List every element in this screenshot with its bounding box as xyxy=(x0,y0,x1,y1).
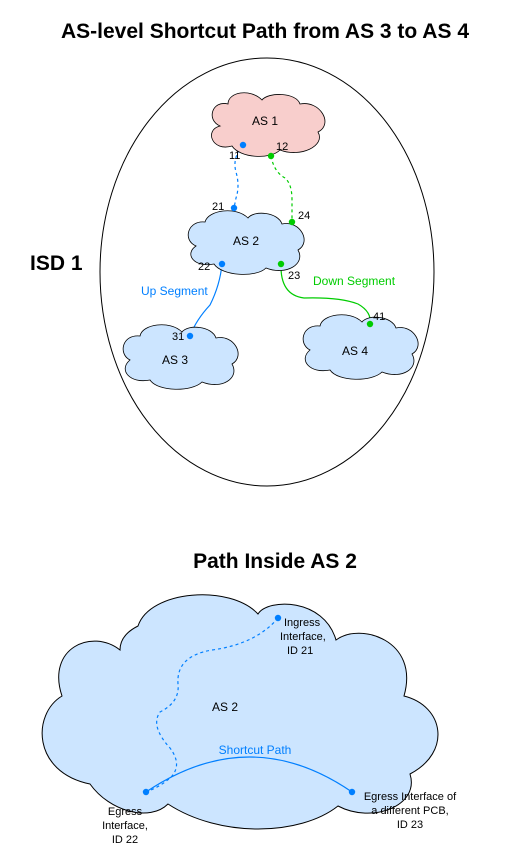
down-segment-link xyxy=(280,263,371,325)
ingress-label-line3: ID 21 xyxy=(287,645,313,657)
down-segment-label: Down Segment xyxy=(313,274,396,288)
egress-other-interface-dot xyxy=(348,788,356,796)
interface-11-dot xyxy=(239,141,247,149)
as2-cloud: AS 2 xyxy=(187,210,305,275)
interface-24-dot xyxy=(288,218,296,226)
as3-label: AS 3 xyxy=(162,353,188,367)
interface-41-label: 41 xyxy=(373,311,385,323)
egress-label-line2: Interface, xyxy=(102,820,148,832)
interface-12-label: 12 xyxy=(276,141,288,153)
interface-23-dot xyxy=(277,260,285,268)
link-12-24 xyxy=(270,155,293,222)
as4-cloud: AS 4 xyxy=(302,314,419,380)
isd-boundary xyxy=(99,57,435,487)
interface-21-label: 21 xyxy=(212,201,224,213)
interface-31-dot xyxy=(186,332,194,340)
isd-label: ISD 1 xyxy=(30,252,83,275)
egress-other-label-line2: a different PCB, xyxy=(371,805,448,817)
interface-22-label: 22 xyxy=(198,261,210,273)
as2-detail-cloud: AS 2 xyxy=(41,594,439,830)
interface-11-label: 11 xyxy=(229,150,240,162)
up-segment-label: Up Segment xyxy=(141,284,208,298)
as3-cloud: AS 3 xyxy=(122,324,239,390)
as4-label: AS 4 xyxy=(342,344,368,358)
egress-label-line1: Egress xyxy=(108,806,143,818)
shortcut-path xyxy=(145,756,353,793)
shortcut-path-label: Shortcut Path xyxy=(219,743,292,757)
interface-23-label: 23 xyxy=(288,270,300,282)
as1-label: AS 1 xyxy=(252,114,278,128)
interface-31-label: 31 xyxy=(172,331,184,343)
egress-label-line3: ID 22 xyxy=(112,834,138,846)
top-title: AS-level Shortcut Path from AS 3 to AS 4 xyxy=(61,20,469,43)
interface-22-dot xyxy=(218,260,226,268)
interface-12-dot xyxy=(267,152,275,160)
up-segment-link xyxy=(189,263,223,337)
ingress-label-line2: Interface, xyxy=(280,631,326,643)
interface-41-dot xyxy=(366,320,374,328)
interface-21-dot xyxy=(230,204,238,212)
ingress-interface-dot xyxy=(274,614,282,622)
ingress-label-line1: Ingress xyxy=(284,617,321,629)
as2-detail-label: AS 2 xyxy=(212,700,238,714)
egress-other-label-line3: ID 23 xyxy=(397,819,423,831)
egress-other-label-line1: Egress Interface of xyxy=(364,791,457,803)
bottom-title: Path Inside AS 2 xyxy=(193,550,357,573)
egress-interface-dot xyxy=(142,788,150,796)
as2-label: AS 2 xyxy=(233,234,259,248)
as1-cloud: AS 1 xyxy=(211,92,326,157)
interface-24-label: 24 xyxy=(298,210,310,222)
link-11-21 xyxy=(233,144,244,209)
